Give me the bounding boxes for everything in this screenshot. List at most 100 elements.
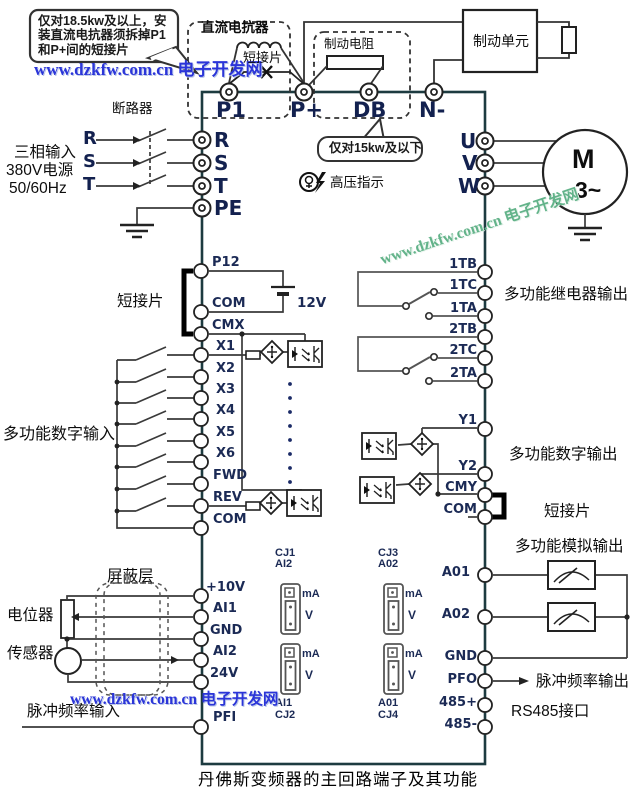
terminal-label-com-right: COM bbox=[443, 502, 477, 517]
cj2-ai1-label: AI1 bbox=[275, 697, 293, 709]
brake-circuit bbox=[303, 8, 577, 83]
cj4-v-label: V bbox=[408, 668, 417, 682]
brake-resistor-label: 制动电阻 bbox=[324, 37, 375, 51]
terminal-label-cmx: CMX bbox=[212, 318, 245, 333]
callout-15kw bbox=[317, 116, 423, 162]
terminal-label-2tb: 2TB bbox=[449, 322, 477, 337]
terminal-label-ai1: AI1 bbox=[213, 601, 237, 616]
shield-label: 屏蔽层 bbox=[107, 568, 154, 585]
jumper-block-cj2 bbox=[280, 643, 301, 695]
breaker-label: 断路器 bbox=[112, 101, 153, 116]
terminal-label-r: R bbox=[214, 128, 230, 152]
digital-input-label: 多功能数字输入 bbox=[3, 426, 116, 443]
terminal-label-pfo: PFO bbox=[447, 672, 477, 687]
cj3-v-label: V bbox=[408, 608, 417, 622]
jumper-bracket-left bbox=[181, 268, 193, 337]
terminal-label-ai2: AI2 bbox=[213, 644, 237, 659]
terminal-label-a01: A01 bbox=[441, 565, 470, 580]
power-input-line2: 380V电源 bbox=[6, 162, 74, 179]
power-input-wires bbox=[96, 128, 193, 224]
terminal-label-gnd-right: GND bbox=[444, 649, 477, 664]
diagram-caption: 丹佛斯变频器的主回路端子及其功能 bbox=[198, 771, 478, 789]
callout-reactor-note-text: 仅对18.5kw及以上，安 装直流电抗器须拆掉P1 和P+间的短接片 bbox=[38, 14, 167, 57]
terminal-label-u: U bbox=[460, 129, 477, 153]
optocoupler-icon bbox=[286, 489, 322, 517]
sensor-label: 传感器 bbox=[7, 645, 54, 662]
terminal-label-db: DB bbox=[353, 98, 387, 122]
jumper-top-label: 短接片 bbox=[243, 50, 283, 65]
watermark-bottom: www.dzkfw.com.cn 电子开发网 bbox=[70, 691, 279, 708]
cj2-ma-label: mA bbox=[302, 648, 320, 660]
rs485-label: RS485接口 bbox=[511, 703, 590, 720]
cj4-ma-label: mA bbox=[405, 648, 423, 660]
hv-indicator-label: 高压指示 bbox=[330, 175, 384, 190]
terminal-label-v: V bbox=[462, 151, 478, 175]
terminal-label-a02: A02 bbox=[441, 607, 470, 622]
cj3-a02-label: A02 bbox=[378, 558, 399, 570]
motor-ground-icon bbox=[566, 226, 604, 242]
terminal-label-p12: P12 bbox=[212, 255, 240, 270]
terminal-label-cmy: CMY bbox=[445, 480, 477, 495]
optocoupler-icon bbox=[287, 340, 323, 368]
pulse-input-label: 脉冲频率输入 bbox=[27, 703, 121, 720]
digital-input-switches bbox=[114, 346, 194, 529]
analog-input-wires bbox=[22, 582, 194, 728]
cj1-label: CJ1 bbox=[275, 547, 296, 559]
ellipsis-dots bbox=[288, 382, 292, 484]
phase-s: S bbox=[83, 151, 96, 172]
terminal-label-pfi: PFI bbox=[213, 710, 237, 725]
terminal-label-x4: X4 bbox=[216, 403, 236, 418]
terminal-label-24v: 24V bbox=[210, 666, 239, 681]
cj2-v-label: V bbox=[305, 668, 314, 682]
terminal-label-com-bottom: COM bbox=[213, 512, 247, 527]
terminal-label-10v: +10V bbox=[206, 580, 246, 595]
rectifier-diamond-icon bbox=[410, 432, 434, 456]
terminal-label-1tb: 1TB bbox=[449, 257, 477, 272]
jumper-left-label: 短接片 bbox=[117, 293, 164, 310]
dc-reactor-label: 直流电抗器 bbox=[201, 20, 269, 35]
brake-unit-label: 制动单元 bbox=[473, 33, 529, 49]
jumper-block-cj3 bbox=[383, 583, 404, 635]
hv-indicator-icon bbox=[299, 172, 326, 193]
cj1-ma-label: mA bbox=[302, 588, 320, 600]
cj4-a01-label: A01 bbox=[378, 697, 399, 709]
terminal-label-2ta: 2TA bbox=[450, 366, 477, 381]
watermark-top: www.dzkfw.com.cn 电子开发网 bbox=[34, 60, 263, 79]
pulse-output-label: 脉冲频率输出 bbox=[536, 673, 630, 690]
jumper-x-mark bbox=[260, 65, 273, 79]
terminal-label-x5: X5 bbox=[216, 425, 236, 440]
terminal-label-gnd-left: GND bbox=[210, 623, 243, 638]
terminal-label-p-plus: P+ bbox=[290, 98, 323, 122]
terminal-label-x6: X6 bbox=[216, 446, 236, 461]
terminal-label-s: S bbox=[214, 151, 229, 175]
terminal-label-w: W bbox=[458, 174, 481, 198]
analog-output-wires bbox=[493, 574, 630, 685]
cj2-label: CJ2 bbox=[275, 709, 296, 721]
relay-contacts bbox=[357, 271, 477, 386]
terminal-label-rev: REV bbox=[213, 490, 242, 505]
lightning-icon bbox=[315, 172, 326, 193]
jumper-right-label: 短接片 bbox=[544, 503, 591, 520]
phase-r: R bbox=[83, 128, 97, 149]
terminal-label-x3: X3 bbox=[216, 382, 236, 397]
power-input-line1: 三相输入 bbox=[14, 144, 77, 161]
terminal-label-y1: Y1 bbox=[458, 413, 477, 428]
terminal-label-485p: 485+ bbox=[438, 695, 477, 710]
cj3-ma-label: mA bbox=[405, 588, 423, 600]
optocoupler-icon bbox=[359, 476, 395, 504]
analog-meter-icon bbox=[547, 560, 596, 590]
jumper-bracket-right bbox=[492, 492, 507, 520]
rectifier-diamond-icon bbox=[259, 491, 283, 515]
terminal-label-1ta: 1TA bbox=[450, 301, 477, 316]
terminal-label-y2: Y2 bbox=[458, 459, 477, 474]
analog-output-label: 多功能模拟输出 bbox=[515, 538, 624, 555]
callout-reactor-note bbox=[28, 8, 200, 75]
cj4-label: CJ4 bbox=[378, 709, 399, 721]
jumper-block-cj1 bbox=[280, 583, 301, 635]
digital-output-label: 多功能数字输出 bbox=[509, 446, 618, 463]
cj1-v-label: V bbox=[305, 608, 314, 622]
pe-ground-icon bbox=[118, 223, 156, 239]
jumper-block-cj4 bbox=[383, 643, 404, 695]
